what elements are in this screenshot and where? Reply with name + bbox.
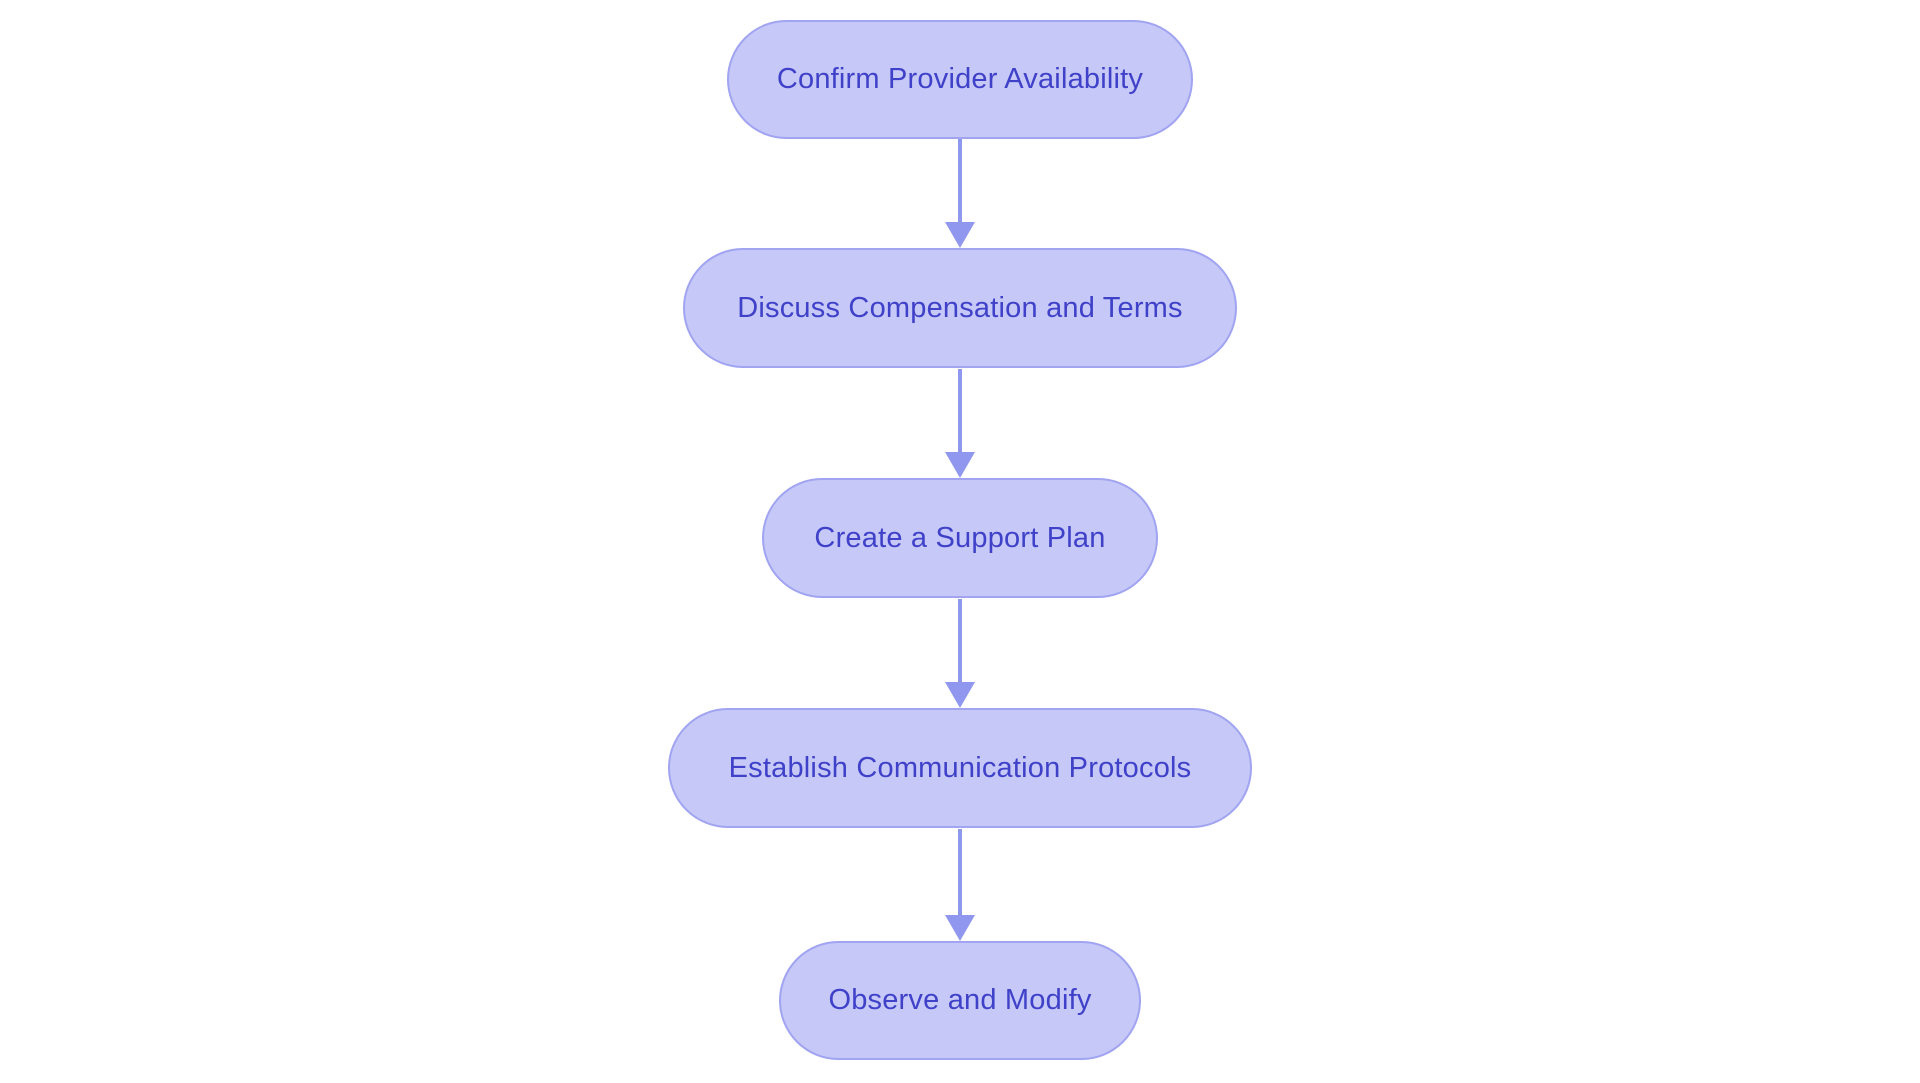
arrow-shaft — [958, 139, 962, 226]
arrowhead-down-icon — [945, 222, 975, 248]
flow-arrow-1 — [945, 139, 975, 248]
flow-arrow-3 — [945, 599, 975, 708]
arrow-shaft — [958, 599, 962, 686]
flow-node-establish-communication-protocols: Establish Communication Protocols — [668, 708, 1252, 828]
flow-node-label: Create a Support Plan — [814, 521, 1106, 554]
arrowhead-down-icon — [945, 682, 975, 708]
flow-node-label: Discuss Compensation and Terms — [737, 291, 1183, 324]
flow-node-create-a-support-plan: Create a Support Plan — [762, 478, 1158, 598]
flow-node-observe-and-modify: Observe and Modify — [779, 941, 1141, 1060]
flow-node-label: Establish Communication Protocols — [728, 751, 1192, 784]
flow-node-discuss-compensation-and-terms: Discuss Compensation and Terms — [683, 248, 1237, 368]
flow-node-confirm-provider-availability: Confirm Provider Availability — [727, 20, 1193, 139]
arrowhead-down-icon — [945, 452, 975, 478]
arrow-shaft — [958, 369, 962, 456]
flow-arrow-4 — [945, 829, 975, 941]
arrow-shaft — [958, 829, 962, 919]
flow-node-label: Confirm Provider Availability — [776, 63, 1144, 95]
flow-node-label: Observe and Modify — [828, 984, 1092, 1016]
flow-arrow-2 — [945, 369, 975, 478]
arrowhead-down-icon — [945, 915, 975, 941]
